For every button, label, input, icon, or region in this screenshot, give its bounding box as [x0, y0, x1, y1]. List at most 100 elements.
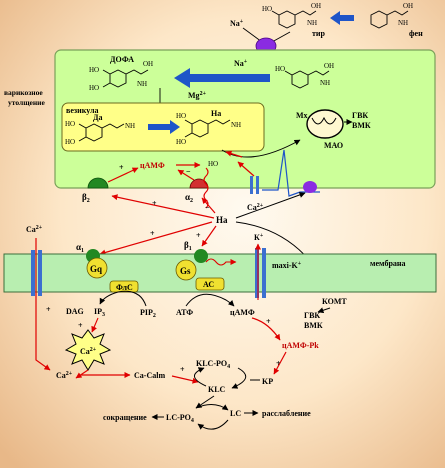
mitochondrion-cristae: [311, 116, 337, 125]
tyr-to-dopa-arrowhead: [174, 68, 190, 88]
lc-po4-label: LC-PO4: [166, 413, 194, 424]
beta2-to-camp-arrow: [107, 167, 139, 183]
pk-to-kp-arrow: [273, 351, 287, 375]
cleft-plus-1: +: [152, 199, 157, 208]
camp-plus-sign: +: [119, 163, 124, 172]
na-to-reuptake-arrow: [235, 192, 306, 219]
klc-cycle-right: [231, 367, 247, 389]
pip2-to-ip3-arc: [99, 290, 147, 307]
mx-label: Mx: [296, 111, 308, 120]
da-to-na-arrowhead: [170, 120, 180, 134]
beta2-label: β2: [82, 192, 90, 204]
phe-to-tyr-arrowhead: [330, 11, 340, 25]
pip2-label: PIP2: [140, 308, 156, 319]
na-to-beta1-arrow: [201, 225, 217, 247]
tyr-to-dopa-arrow: [190, 74, 270, 82]
action-potential-trace: [262, 149, 320, 197]
phe-to-tyr-arrow: [340, 15, 354, 21]
camp-to-pk-arrow: [251, 317, 281, 341]
noradrenaline-ho-top: HO: [176, 112, 186, 120]
gvk-bottom-label: ГВК: [304, 311, 320, 320]
cyto-ca-label: Ca2+: [56, 371, 73, 380]
alpha1-label: α1: [76, 242, 84, 254]
store-release-arrow: [75, 369, 89, 379]
vmk-top-label: ВМК: [352, 121, 371, 130]
ip3-plus: +: [78, 321, 83, 330]
gs-activation-arrow: [205, 258, 237, 266]
dopamine-label: Да: [93, 113, 103, 122]
relaxation-label: расслабление: [262, 409, 311, 418]
dopa-ho-top: HO: [89, 66, 99, 74]
dopamine-nh2: NH: [125, 122, 135, 130]
noradrenaline-label: На: [211, 109, 221, 118]
k-channel-b: [262, 248, 266, 298]
da-to-na-arrow: [148, 124, 170, 130]
klc-cycle-left: [194, 367, 207, 387]
presynaptic-ca-channel-right: [256, 176, 259, 194]
beta1-receptor: [194, 249, 208, 263]
tyrosine-oh-label: OH: [311, 2, 321, 10]
plc-label: ФлС: [116, 283, 133, 292]
camp-pk-label: цАМФ-Pk: [282, 341, 319, 350]
reuptake-transporter: [303, 181, 317, 193]
na-outside-label: Na+: [230, 19, 244, 28]
varicosity-label: варикозное утолщение: [4, 88, 45, 107]
dopa-nh2: NH: [137, 80, 147, 88]
na-to-beta2-arrow: [111, 194, 215, 219]
dopa-label: ДОФА: [110, 55, 134, 64]
klc-to-lc-arrow: [195, 395, 215, 409]
alpha2-to-camp-arrow: [177, 169, 195, 181]
mao-label: МАО: [324, 141, 343, 150]
cell-camp-label: цАМФ: [230, 308, 255, 317]
ca-influx-arrow: [237, 161, 255, 177]
vesicle-label: везикула: [66, 106, 98, 115]
dopamine-ho-bottom: HO: [65, 138, 75, 146]
noradrenaline-nh2: NH: [231, 121, 241, 129]
dopamine-structure: [78, 123, 125, 142]
membrane-ca-label: Ca2+: [26, 225, 43, 234]
mitochondrion: [306, 109, 344, 139]
alpha2-label: α2: [185, 192, 193, 204]
tyrosine-nh2-label: NH: [307, 19, 317, 27]
atf-to-camp-arc: [185, 293, 235, 307]
cleft-plus-2: +: [150, 229, 155, 238]
tyrosine-ho-label: HO: [262, 5, 272, 13]
na-to-alpha2-arrow: [201, 197, 216, 214]
cleft-noradrenaline-label: На: [216, 215, 228, 225]
phenylalanine-nh2-label: NH: [398, 19, 408, 27]
kp-label: KP: [262, 377, 273, 386]
beta2-receptor: [87, 177, 109, 189]
ca-channel-left-b: [38, 250, 42, 296]
phenylalanine-label: фен: [409, 29, 423, 38]
noradrenaline-ho-bottom: HO: [176, 138, 186, 146]
dag-label: DAG: [66, 307, 84, 316]
dopamine-ho-top: HO: [65, 120, 75, 128]
gq-protein: [86, 257, 108, 279]
tyrosine-inside-nh2: NH: [320, 79, 330, 87]
gs-label: Gs: [180, 266, 191, 276]
varicosity-camp-label: цАМФ: [140, 161, 165, 170]
maxi-k-label: maxi-K+: [272, 261, 302, 270]
komt-to-products-arrow: [317, 307, 331, 314]
mg-label: Mg2+: [188, 91, 207, 100]
noradrenaline-ho-label: HO: [208, 160, 218, 168]
dopa-ho-bottom: HO: [89, 84, 99, 92]
lc-cycle-top: [195, 404, 229, 411]
komt-label: КОМТ: [322, 297, 347, 306]
lc-cycle-bottom: [197, 419, 229, 430]
ca-influx-line: [35, 238, 51, 371]
release-to-cleft-arrow: [225, 150, 243, 158]
camp-minus-sign: −: [186, 167, 191, 176]
presynaptic-ca-channel-left: [250, 176, 253, 194]
k-channel-label: К+: [254, 233, 264, 242]
phenylalanine-oh-label: OH: [403, 2, 413, 10]
tyrosine-inside-structure: [284, 70, 330, 89]
ca-channel-plus: +: [46, 305, 51, 314]
lc-label: LC: [230, 409, 241, 418]
gvk-top-label: ГВК: [352, 111, 368, 120]
ca-store-label: Ca2+: [80, 347, 97, 356]
tyrosine-inside-oh: OH: [324, 62, 334, 70]
presynaptic-ca-label: Ca2+: [247, 203, 264, 212]
tyrosine-structure: [271, 10, 317, 29]
